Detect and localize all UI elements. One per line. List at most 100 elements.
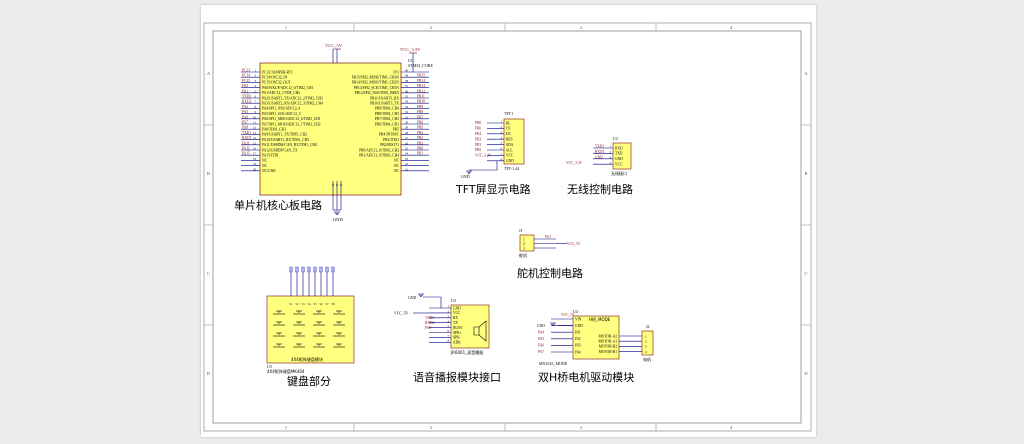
tft-pin-label: DC: [506, 132, 512, 136]
mcu-right-pin-label: PB4/JNTRST: [379, 133, 400, 137]
hbridge-title: 双H桥电机驱动模块: [538, 370, 634, 384]
voice-pin-label: BUSY: [453, 326, 463, 330]
frame-row-label-left: B: [207, 171, 210, 176]
hbridge-left-pin-label: IN3: [575, 344, 581, 348]
hbridge-module: H桥_MODE: [589, 316, 611, 322]
mcu-left-net-label: PA11: [242, 141, 250, 145]
mcu-right-net-label: PB9: [417, 105, 423, 109]
tft-gnd-label: GND: [461, 174, 470, 179]
mcu-right-pin-number: 22: [405, 162, 409, 166]
mcu-left-pin-number: 3: [255, 79, 257, 83]
wireless-ref: U2: [613, 136, 618, 141]
hbridge-left-net-label: PA4: [538, 330, 544, 334]
mcu-left-net-label: PA1: [242, 89, 248, 93]
wireless-net-label: RXD1: [595, 150, 605, 154]
mcu-right-pin-label: NC: [394, 169, 400, 173]
mcu-right-pin-label: NC: [394, 164, 400, 168]
tft-net-label: VCC_3.3V: [475, 154, 492, 158]
keyboard-pin-tag: S3: [302, 303, 306, 306]
mcu-left-net-label: PA15: [242, 152, 250, 156]
mcu-right-net-label: PB8: [417, 110, 423, 114]
voice-part: JR6001_语音播报: [450, 349, 483, 355]
mcu-right-net-label: PB13: [417, 84, 425, 88]
voice-net-label: RXD2: [425, 321, 435, 325]
hbridge-right-pin-label: MOTOR-B1: [599, 350, 618, 354]
tft-pin-number: 3: [501, 130, 503, 134]
mcu-right-pin-label: PB7/TIM4_CH2: [375, 117, 399, 121]
mcu-junction-dot: [336, 184, 338, 186]
servo-body: [519, 234, 535, 252]
mcu-junction-dot: [332, 184, 334, 186]
servo-pin-label: 3: [523, 246, 525, 250]
voice-vcc-label: VCC_5V: [394, 312, 409, 316]
mcu-left-pin-number: 12: [253, 126, 257, 130]
mcu-left-pin-number: 19: [253, 162, 257, 166]
tft-pin-number: 1: [501, 120, 503, 124]
hbridge-left-pin-label: VIN: [575, 317, 582, 321]
tft-net-label: PB5: [475, 148, 481, 152]
frame-row-label-left: C: [207, 271, 210, 276]
hbridge-left-pin-label: IN2: [575, 337, 581, 341]
mcu-left-net-label: TXD2: [242, 95, 251, 99]
mcu-right-pin-number: 34: [405, 100, 409, 104]
hbridge-pins: VINGNDIN1PA4IN2PA5IN3PA6IN4PA7VCC_5VGNDM…: [537, 313, 647, 354]
wireless-pin-label: RXD: [615, 146, 623, 150]
mcu-right-pin-number: 37: [405, 84, 409, 88]
hbridge-ref: U4: [573, 309, 578, 314]
wireless-pin-number: 4: [610, 161, 612, 165]
tft-pin-label: BL: [506, 121, 511, 125]
mcu-left-pin-number: 14: [253, 136, 257, 140]
voice-pin-label: SPK-: [453, 336, 462, 340]
mcu-body: [259, 62, 402, 196]
mcu-right-pin-label: PB11/USART3_RX: [370, 96, 399, 100]
hbridge-part: MX1616_MODE: [539, 361, 568, 366]
mcu-right-net-label: PB1: [417, 152, 423, 156]
keyboard-caption: 4X4矩阵键盘模块: [291, 356, 323, 362]
mcu-left-pin-label: PA8/TIM1_CH1: [262, 128, 286, 132]
motor-connector-ref: J2: [646, 324, 650, 329]
servo-net-label-vcc: VCC_5V: [567, 242, 581, 246]
mcu-left-pin-number: 7: [255, 100, 257, 104]
tft-net-label: PB6: [475, 127, 481, 131]
frame-row-label-right: C: [804, 271, 807, 276]
mcu-right-pin-number: 39: [405, 74, 409, 78]
voice-body: [450, 304, 490, 349]
voice-pin-label: TX: [453, 321, 458, 325]
mcu-right-pin-label: PB3/JTDO: [383, 138, 399, 142]
motor-connector-pin-label: 2: [645, 340, 647, 344]
motor-connector-pin-label: 4: [645, 350, 647, 354]
voice-pin-label: VCC: [453, 311, 461, 315]
tft-pin-number: 2: [501, 125, 503, 129]
voice-pin-number: 4: [448, 319, 450, 323]
mcu-left-pin-label: PA7/SPI1_MOSI/ADC12_7/TIM3_CH2: [262, 122, 321, 126]
tft-net-label: PB0: [475, 121, 481, 125]
voice-pin-label: SPK+: [453, 331, 462, 335]
mcu-right-net-label: PB4: [417, 131, 423, 135]
keyboard-line-flag: [307, 266, 311, 273]
hbridge-left-pin-label: GND: [575, 324, 583, 328]
hbridge-right-pin-label: MOTOR-A1: [598, 340, 617, 344]
wireless-pin-number: 2: [610, 150, 612, 154]
wireless-net-label: GND: [595, 155, 603, 159]
tft-net-label: PB1: [475, 143, 481, 147]
tft-pin-number: 8: [501, 157, 503, 161]
mcu-left-pin-number: 5: [255, 89, 257, 93]
frame-col-label-top: 3: [580, 25, 583, 30]
tft-title: TFT屏显示电路: [455, 183, 531, 196]
tft-pin-number: 5: [501, 141, 503, 145]
mcu-right-net-label: PB3: [417, 136, 423, 140]
mcu-right-pin-number: 26: [405, 141, 409, 145]
mcu-left-pin-number: 8: [255, 105, 257, 109]
mcu-left-pin-label: PA1/ADC12_1/TIM_CH2: [262, 91, 300, 95]
mcu-left-pin-label: PA15/JTDI: [262, 154, 279, 158]
frame-row-label-left: D: [207, 371, 211, 376]
frame-col-label-bottom: 4: [730, 425, 733, 430]
hbridge-vcc-label: VCC_5V: [561, 313, 575, 317]
voice-gnd-label: GND: [408, 296, 416, 300]
voice-ref: U3: [451, 298, 456, 303]
tft-pin-number: 7: [501, 152, 503, 156]
voice-pin-number: 8: [448, 339, 450, 343]
wireless-pin-label: VCC: [615, 163, 623, 167]
